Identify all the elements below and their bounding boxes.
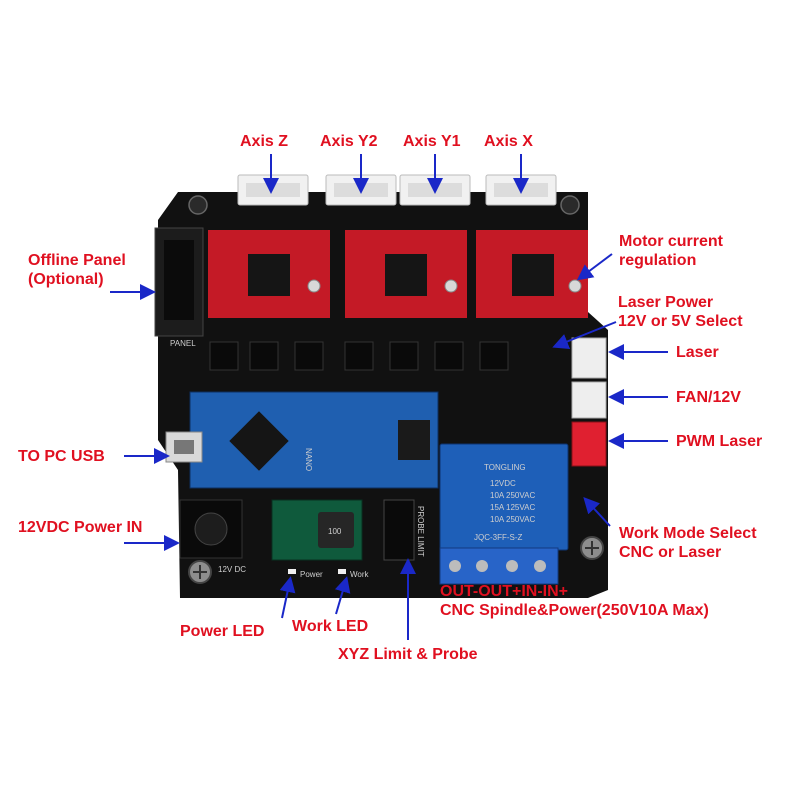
label-spindle: CNC Spindle&Power(250V10A Max) bbox=[440, 602, 709, 619]
fan-connector bbox=[571, 381, 607, 419]
power-led: Power bbox=[288, 569, 323, 579]
mounting-screws bbox=[188, 195, 604, 584]
label-axis-y1: Axis Y1 bbox=[403, 133, 461, 150]
relay-line-4: 10A 250VAC bbox=[490, 515, 535, 524]
label-work-mode-options: CNC or Laser bbox=[619, 544, 722, 561]
work-led-silkscreen: Work bbox=[350, 570, 370, 579]
stepper-driver-x bbox=[476, 230, 588, 318]
label-work-mode: Work Mode Select bbox=[619, 525, 757, 542]
relay-line-2: 10A 250VAC bbox=[490, 491, 535, 500]
power-silkscreen: 12V DC bbox=[218, 565, 246, 574]
label-to-pc-usb: TO PC USB bbox=[18, 448, 105, 465]
label-laser-power: Laser Power bbox=[618, 294, 714, 311]
label-work-led: Work LED bbox=[292, 618, 369, 635]
label-motor-current-regulation: regulation bbox=[619, 252, 697, 269]
offline-panel-header: PANEL bbox=[154, 227, 204, 348]
label-laser-power-select: 12V or 5V Select bbox=[618, 313, 743, 330]
relay-line-3: 15A 125VAC bbox=[490, 503, 535, 512]
label-offline-panel-optional: (Optional) bbox=[28, 271, 104, 288]
dc-power-jack: 12V DC bbox=[179, 499, 246, 574]
stepper-driver-y bbox=[345, 230, 467, 318]
arduino-nano: NANO bbox=[189, 391, 439, 489]
label-axis-z: Axis Z bbox=[240, 133, 289, 150]
relay: TONGLING 12VDC 10A 250VAC 15A 125VAC 10A… bbox=[439, 443, 569, 551]
label-laser: Laser bbox=[676, 344, 719, 361]
label-out-in: OUT-OUT+IN-IN+ bbox=[440, 583, 569, 600]
stepper-driver-z bbox=[208, 230, 330, 318]
label-motor-current: Motor current bbox=[619, 233, 723, 250]
nano-silkscreen: NANO bbox=[304, 448, 313, 471]
buck-converter-module: 100 bbox=[271, 499, 363, 561]
work-led: Work bbox=[338, 569, 370, 579]
label-power-in: 12VDC Power IN bbox=[18, 519, 143, 536]
label-pwm-laser: PWM Laser bbox=[676, 433, 763, 450]
probe-silkscreen: PROBE LIMIT bbox=[416, 506, 425, 557]
label-axis-y2: Axis Y2 bbox=[320, 133, 378, 150]
usb-port bbox=[165, 431, 203, 463]
power-led-silkscreen: Power bbox=[300, 570, 323, 579]
relay-model: JQC-3FF-S-Z bbox=[474, 533, 523, 542]
label-offline-panel: Offline Panel bbox=[28, 252, 126, 269]
mosfet-row bbox=[209, 341, 509, 371]
pwm-laser-connector bbox=[571, 421, 607, 467]
callout-arrows bbox=[110, 154, 668, 640]
relay-line-1: 12VDC bbox=[490, 479, 516, 488]
label-axis-x: Axis X bbox=[484, 133, 533, 150]
label-power-led: Power LED bbox=[180, 623, 265, 640]
panel-silkscreen: PANEL bbox=[170, 339, 196, 348]
spindle-terminal-block bbox=[439, 547, 559, 585]
motor-connector-z bbox=[237, 174, 309, 206]
inductor-marking: 100 bbox=[328, 527, 342, 536]
relay-brand: TONGLING bbox=[484, 463, 526, 472]
label-fan: FAN/12V bbox=[676, 389, 741, 406]
laser-connector bbox=[571, 337, 607, 379]
limit-probe-header: PROBE LIMIT bbox=[383, 499, 425, 561]
label-limit-probe: XYZ Limit & Probe bbox=[338, 646, 478, 663]
